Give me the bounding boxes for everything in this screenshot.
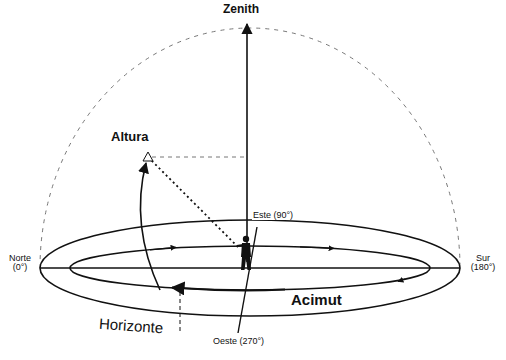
track-arrow (300, 247, 334, 249)
projection-line (180, 292, 181, 334)
star-marker (143, 152, 153, 161)
track-arrow (150, 247, 176, 250)
zenith-label: Zenith (222, 3, 260, 16)
sight-line (151, 160, 238, 247)
observer-figure (237, 236, 251, 270)
azimuth-arrow (172, 288, 285, 291)
star-level-line (152, 157, 244, 158)
altitude-label: Altura (110, 130, 150, 144)
celestial-hemisphere (40, 28, 460, 268)
direction-label: Oeste (270°) (212, 337, 265, 346)
altitude-arc (140, 163, 160, 290)
direction-label: Sur (180°) (463, 254, 503, 273)
horizon-label: Horizonte (98, 316, 165, 336)
direction-label: Norte (0°) (2, 254, 38, 273)
track-arrow (398, 279, 405, 282)
horizon-ring (40, 220, 460, 316)
azimuth-label: Acimut (290, 292, 343, 308)
direction-label: Este (90°) (252, 211, 294, 220)
zenith-axis (246, 24, 248, 262)
